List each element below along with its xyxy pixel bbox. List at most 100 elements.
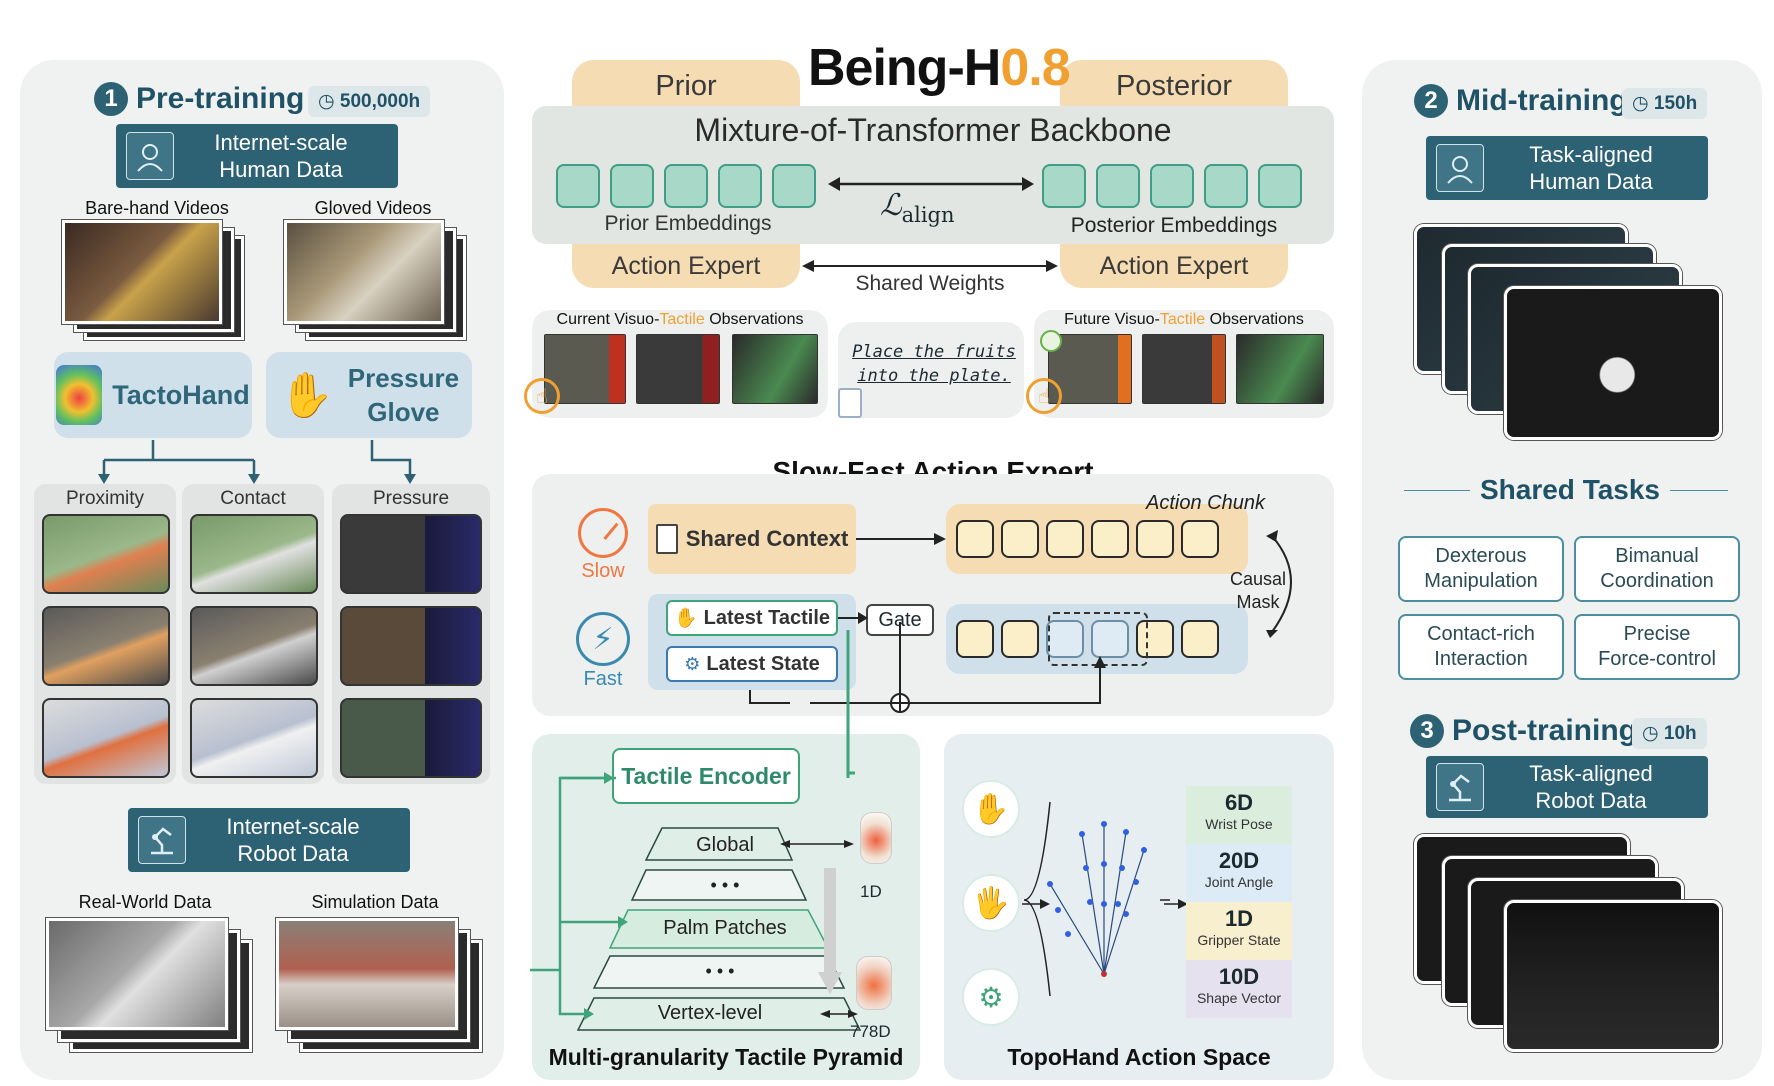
robot-arm-icon xyxy=(1436,763,1484,811)
task-robot-data-box: Task-aligned Robot Data xyxy=(1426,756,1708,818)
hours-badge: ◷ 500,000h xyxy=(308,86,431,117)
topohand-arrows xyxy=(1022,899,1188,909)
task-contact-rich: Contact-rich Interaction xyxy=(1398,614,1564,680)
action-expert-label: Action Expert xyxy=(611,251,761,280)
pyramid-level: Palm Patches xyxy=(663,916,787,939)
dim-label: Wrist Pose xyxy=(1205,816,1273,832)
instruction-panel xyxy=(838,322,1024,418)
shared-weights-label: Shared Weights xyxy=(855,272,1005,295)
refined-token xyxy=(1046,620,1084,658)
dims-table: 6D Wrist Pose 20D Joint Angle 1D Gripper… xyxy=(1186,786,1306,1018)
chunk-token xyxy=(1136,620,1174,658)
pressure-glove-label: Pressure Glove xyxy=(347,363,460,427)
simulation-caption: Simulation Data xyxy=(311,892,439,912)
dim-row: 10D Shape Vector xyxy=(1186,960,1292,1018)
latest-state-label: Latest State xyxy=(706,652,820,675)
robot-arm-icon xyxy=(138,816,186,864)
dim-top-label: 1D xyxy=(860,882,882,901)
stage-number: 3 xyxy=(1410,714,1444,748)
latest-tactile-box: ✋ Latest Tactile xyxy=(666,600,838,636)
chunk-token xyxy=(1181,520,1219,558)
clock-icon: ◷ xyxy=(1632,93,1649,114)
clock-icon: ◷ xyxy=(318,91,335,112)
pyramid-level: • • • xyxy=(710,874,740,895)
dim-value: 10D xyxy=(1218,964,1260,989)
contact-label: Contact xyxy=(220,488,286,509)
chunk-token xyxy=(956,520,994,558)
timer-icon xyxy=(1040,330,1062,352)
shared-weights-arrow xyxy=(802,260,1058,272)
hand-icon: ✋ xyxy=(673,608,698,629)
robot-data-box: Internet-scale Robot Data xyxy=(128,808,410,872)
open-hand-icon: 🖐 xyxy=(962,874,1020,932)
embedding-token xyxy=(1204,164,1248,208)
robot-data-label: Internet-scale Robot Data xyxy=(226,814,360,866)
refined-token xyxy=(1091,620,1129,658)
human-data-label: Internet-scale Human Data xyxy=(214,130,348,182)
embedding-token xyxy=(664,164,708,208)
posterior-embeddings xyxy=(1042,164,1302,208)
topohand-caption: TopoHand Action Space xyxy=(1007,1044,1271,1070)
touch-icon: ☝ xyxy=(524,378,560,414)
loss-subscript: align xyxy=(901,203,955,227)
action-expert-prior: Action Expert xyxy=(572,244,800,288)
bare-hand-caption: Bare-hand Videos xyxy=(85,198,229,218)
action-chunk-tokens xyxy=(956,520,1219,558)
human-data-box: Internet-scale Human Data xyxy=(116,124,398,188)
pressure-glove-box: ✋ Pressure Glove xyxy=(266,352,472,438)
embedding-token xyxy=(1258,164,1302,208)
embedding-token xyxy=(1042,164,1086,208)
shared-context-box: Shared Context xyxy=(648,504,856,574)
pressure-label: Pressure xyxy=(372,488,450,509)
causal-mask-label: Causal Mask xyxy=(1230,569,1287,612)
chunk-token xyxy=(1181,620,1219,658)
dim-bottom-label: 778D xyxy=(850,1022,891,1041)
tactile-encoder-label: Tactile Encoder xyxy=(621,762,791,789)
dim-row: 1D Gripper State xyxy=(1186,902,1292,960)
human-face-icon xyxy=(1436,144,1484,192)
dim-value: 6D xyxy=(1224,790,1254,815)
align-loss: ℒalign xyxy=(880,188,955,227)
instruction-text: Place the fruits into the plate. xyxy=(852,342,1016,386)
fast-chunk-tokens xyxy=(956,620,1219,658)
dim-label: Joint Angle xyxy=(1204,874,1274,890)
stage-number: 2 xyxy=(1414,84,1448,118)
shared-tasks-divider-left xyxy=(1404,490,1470,491)
chunk-token xyxy=(1046,520,1084,558)
loss-symbol: ℒ xyxy=(880,188,902,223)
prior-embeddings-label: Prior Embeddings xyxy=(604,212,772,235)
chunk-token xyxy=(1001,620,1039,658)
shared-tasks-divider-right xyxy=(1670,490,1728,491)
dim-value: 1D xyxy=(1224,906,1254,931)
dim-row: 6D Wrist Pose xyxy=(1186,786,1292,844)
task-dexterous: Dexterous Manipulation xyxy=(1398,536,1564,602)
diagram-title: Being-H0.8 xyxy=(808,38,1071,98)
robot-arm-icon: ⚙ xyxy=(684,653,701,674)
embedding-token xyxy=(1150,164,1194,208)
gate-label: Gate xyxy=(878,608,922,631)
backbone-title: Mixture-of-Transformer Backbone xyxy=(694,112,1172,148)
task-robot-data-label: Task-aligned Robot Data xyxy=(1529,761,1653,813)
dim-label: Gripper State xyxy=(1197,932,1281,948)
embedding-token xyxy=(610,164,654,208)
dim-value: 20D xyxy=(1218,848,1260,873)
title-main: Being-H xyxy=(808,39,1001,97)
task-force-control: Precise Force-control xyxy=(1574,614,1740,680)
hours-badge: ◷ 150h xyxy=(1622,88,1708,119)
embedding-token xyxy=(1096,164,1140,208)
action-expert-label: Action Expert xyxy=(1099,251,1249,280)
tactile-encoder-box: Tactile Encoder xyxy=(612,748,800,804)
fast-icon: ⚡ xyxy=(576,612,630,666)
human-face-icon xyxy=(126,132,174,180)
tree-connectors xyxy=(98,440,416,484)
hand-pose-icon: ✋ xyxy=(962,780,1020,838)
chunk-token xyxy=(1136,520,1174,558)
align-arrow xyxy=(828,177,1034,191)
pyramid-shapes xyxy=(530,630,862,1031)
hand-778d-icon xyxy=(856,956,892,1010)
shared-context-label: Shared Context xyxy=(685,526,849,551)
task-human-data-label: Task-aligned Human Data xyxy=(1529,142,1653,194)
touch-icon: ☝ xyxy=(1026,378,1062,414)
latest-tactile-label: Latest Tactile xyxy=(703,606,830,629)
prior-embeddings xyxy=(556,164,816,208)
